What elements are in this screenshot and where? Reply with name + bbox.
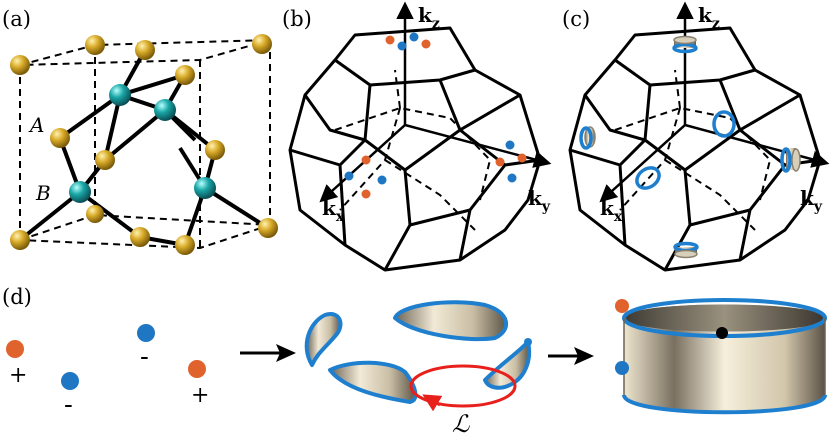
charge-sign: - bbox=[64, 390, 73, 420]
atom-a bbox=[85, 35, 105, 55]
brillouin-zone-c-hidden bbox=[614, 69, 772, 231]
panel-c: (c) kz ky kx bbox=[562, 1, 830, 272]
weyl-point-negative bbox=[505, 140, 515, 150]
nodal-tube-right bbox=[780, 147, 801, 173]
surface-endpoint bbox=[524, 338, 532, 346]
surface-piece bbox=[328, 360, 418, 404]
panel-b: (b) kz ky kx bbox=[282, 1, 552, 272]
atom-a bbox=[175, 235, 195, 255]
atom-a bbox=[86, 205, 104, 223]
surfaces bbox=[304, 300, 531, 404]
ky-label: ky bbox=[800, 186, 823, 215]
panel-d: (d) + - - + ℒ bbox=[2, 285, 827, 434]
weyl-point-positive bbox=[517, 153, 527, 163]
panel-a: (a) bbox=[2, 7, 278, 255]
atom-a bbox=[130, 227, 150, 247]
kx-label: kx bbox=[322, 196, 345, 225]
atom-a bbox=[10, 55, 30, 75]
charge-negative bbox=[615, 361, 629, 375]
nodal-ring-kx bbox=[635, 166, 661, 190]
atom-b bbox=[154, 99, 176, 121]
panel-b-label: (b) bbox=[282, 7, 312, 31]
atom-a bbox=[252, 34, 272, 54]
nodal-ring-center bbox=[712, 110, 736, 138]
atoms-b bbox=[69, 84, 216, 203]
loop-label: ℒ bbox=[452, 410, 470, 434]
axes-c bbox=[599, 1, 830, 203]
brillouin-zone-b-hidden bbox=[334, 69, 492, 231]
atom-a bbox=[50, 128, 70, 148]
surface-piece bbox=[304, 312, 343, 367]
surface-piece bbox=[483, 340, 531, 390]
atom-b bbox=[69, 181, 91, 203]
charge-sign: - bbox=[140, 342, 149, 372]
charge-sign: + bbox=[191, 383, 209, 408]
atom-a bbox=[135, 40, 155, 60]
atom-b bbox=[194, 177, 216, 199]
atom-a bbox=[205, 140, 225, 160]
site-b-label: B bbox=[35, 181, 51, 205]
brillouin-zone-c bbox=[568, 26, 822, 272]
atom-b bbox=[109, 84, 131, 106]
enclosed-point bbox=[716, 327, 728, 339]
charge-negative bbox=[137, 324, 155, 342]
charge-positive bbox=[188, 360, 206, 378]
atom-a bbox=[10, 230, 30, 250]
charge-positive bbox=[615, 299, 629, 313]
nodal-tube-top bbox=[672, 35, 698, 54]
weyl-point-positive bbox=[385, 35, 395, 45]
charge-sign: + bbox=[9, 363, 27, 388]
weyl-points bbox=[344, 32, 527, 199]
ky-label: ky bbox=[528, 186, 551, 215]
charge-negative bbox=[61, 372, 79, 390]
ky-axis bbox=[404, 123, 552, 168]
kz-label: kz bbox=[418, 3, 440, 32]
atom-a bbox=[95, 150, 115, 170]
kx-axis bbox=[599, 124, 686, 203]
site-a-label: A bbox=[28, 113, 44, 137]
kz-label: kz bbox=[698, 3, 720, 32]
arrow-right-icon bbox=[548, 347, 594, 365]
cylinder-surface bbox=[622, 298, 827, 415]
atoms-a bbox=[10, 34, 278, 255]
surface-piece bbox=[393, 300, 508, 342]
weyl-point-positive bbox=[361, 189, 371, 199]
weyl-point-positive bbox=[361, 155, 371, 165]
loop-l bbox=[409, 364, 517, 412]
weyl-point-positive bbox=[421, 39, 431, 49]
nodal-rings bbox=[579, 35, 801, 259]
panel-c-label: (c) bbox=[562, 7, 590, 31]
nodal-tube-left bbox=[579, 126, 596, 150]
nodal-tube-bottom bbox=[673, 241, 699, 259]
arrow-right-icon bbox=[240, 344, 296, 362]
kx-label: kx bbox=[600, 196, 623, 225]
atom-a bbox=[175, 65, 195, 85]
atom-a bbox=[258, 218, 278, 238]
weyl-point-negative bbox=[344, 171, 354, 181]
ky-axis bbox=[684, 123, 830, 168]
point-charges: + - - + bbox=[6, 324, 209, 420]
weyl-point-positive bbox=[495, 157, 505, 167]
brillouin-zone-b bbox=[288, 26, 542, 272]
charge-positive bbox=[6, 340, 24, 358]
weyl-point-negative bbox=[409, 32, 419, 42]
panel-a-label: (a) bbox=[2, 7, 31, 31]
weyl-point-negative bbox=[377, 175, 387, 185]
weyl-point-negative bbox=[507, 173, 517, 183]
panel-d-label: (d) bbox=[2, 285, 32, 309]
weyl-point-negative bbox=[397, 41, 407, 51]
